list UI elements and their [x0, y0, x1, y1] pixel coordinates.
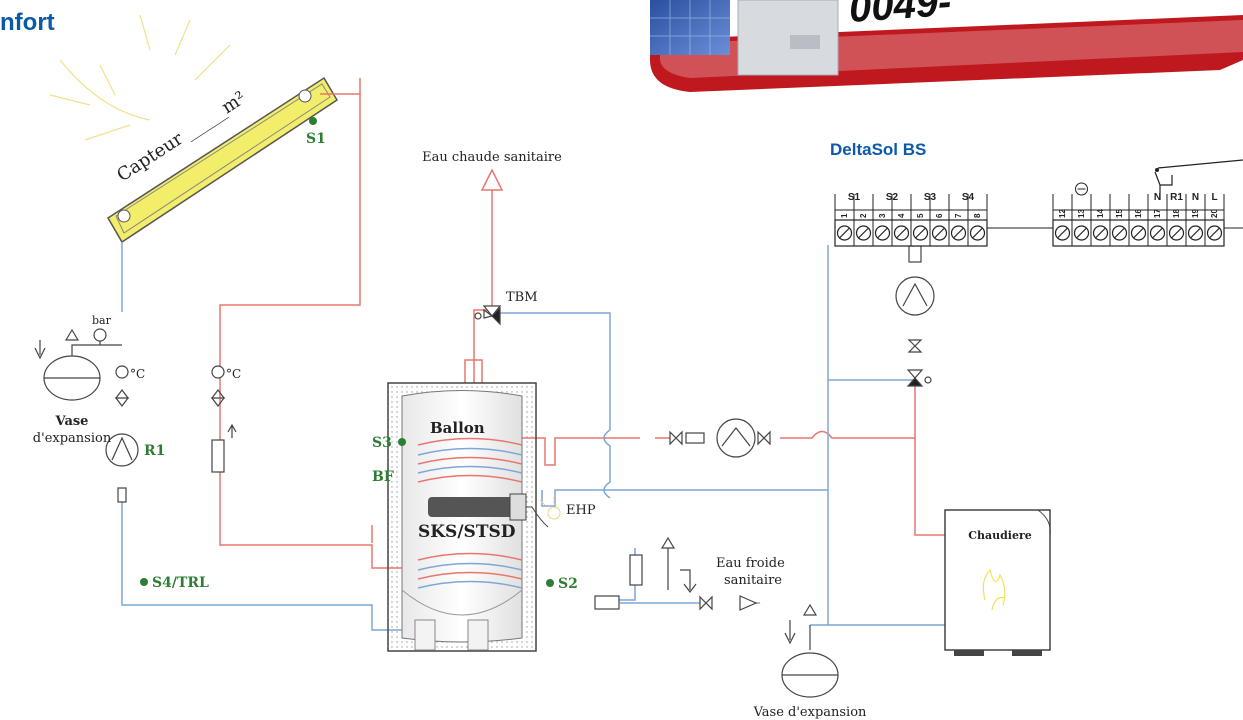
terminal-number: 18: [1172, 209, 1181, 218]
hot-water-outlet: [480, 168, 504, 232]
tank-label-ballon: Ballon: [430, 419, 485, 437]
terminal-number: 16: [1134, 209, 1143, 218]
pressure-unit: bar: [92, 314, 112, 327]
hot-pipes: [219, 78, 945, 569]
header-title: nfort: [0, 9, 55, 36]
temp-unit-2: °C: [226, 367, 241, 381]
solar-collector: Capteur _____m² S1: [106, 76, 339, 244]
terminal-group-label: S4: [962, 192, 975, 203]
terminal-number: 19: [1191, 209, 1200, 218]
sensor-bf: BF: [372, 469, 394, 485]
terminal-number: 6: [935, 213, 944, 218]
terminal-number: 3: [878, 213, 887, 218]
boiler-label: Chaudiere: [968, 529, 1032, 542]
terminal-number: 2: [859, 213, 868, 218]
sun-icon: [49, 14, 231, 141]
inverter-image: [737, 0, 839, 76]
terminal-group-label: L: [1211, 192, 1217, 203]
terminal-number: 7: [954, 213, 963, 218]
vase-left-line2: d'expansion: [33, 431, 112, 446]
sensor-s2-icon: [546, 579, 554, 587]
product-banner: 0049-: [650, 0, 1243, 92]
terminal-number: 15: [1115, 209, 1124, 218]
right-pump-group: [895, 245, 935, 387]
cold-water-line2: sanitaire: [724, 573, 782, 588]
storage-tank: [387, 382, 549, 652]
terminal-group-label: S2: [886, 192, 899, 203]
boiler: [944, 509, 1051, 656]
heating-pump-group: [669, 418, 771, 458]
heater-ehp: EHP: [566, 503, 596, 518]
terminal-number: 13: [1077, 209, 1086, 218]
terminal-number: 4: [897, 213, 906, 218]
sensor-s3-icon: [398, 438, 406, 446]
terminal-number: 1: [840, 213, 849, 218]
terminal-number: 17: [1153, 209, 1162, 218]
tbm-valve: [474, 305, 502, 326]
sensor-s1-icon: [309, 117, 317, 125]
cold-water-line1: Eau froide: [716, 556, 785, 571]
terminal-number: 12: [1058, 209, 1067, 218]
sensor-s2: S2: [558, 576, 578, 592]
temp-unit-1: °C: [130, 367, 145, 381]
left-circuit: [34, 328, 237, 503]
terminal-group-label: R1: [1170, 192, 1183, 203]
sensor-s3: S3: [372, 435, 392, 451]
terminal-group-label: N: [1192, 192, 1199, 203]
cold-water-inlet: [594, 536, 758, 611]
expansion-vessel-bottom: [781, 603, 839, 698]
tbm-label: TBM: [506, 290, 538, 305]
sensor-s4-icon: [140, 578, 148, 586]
sensor-s4: S4/TRL: [152, 575, 209, 591]
sensor-s1: S1: [306, 131, 326, 147]
ground-icon: [1075, 182, 1088, 196]
relay-icon: [1154, 159, 1243, 200]
terminal-number: 20: [1210, 209, 1219, 218]
terminal-number: 5: [916, 213, 925, 218]
pump-r1: R1: [144, 443, 165, 459]
cold-pipes: [121, 242, 945, 631]
vase-left-line1: Vase: [55, 414, 89, 429]
terminal-group-label: S3: [924, 192, 937, 203]
terminal-number: 14: [1096, 209, 1105, 218]
terminal-number: 8: [973, 213, 982, 218]
lamp-icon: [539, 497, 561, 520]
vase-bottom-label: Vase d'expansion: [753, 705, 867, 720]
tank-label-model: SKS/STSD: [418, 522, 516, 542]
banner-text: 0049-: [848, 0, 953, 31]
hot-water-label: Eau chaude sanitaire: [422, 150, 562, 165]
terminal-group-label: S1: [848, 192, 861, 203]
terminal-group-label: N: [1154, 192, 1161, 203]
controller-name: DeltaSol BS: [830, 140, 926, 159]
